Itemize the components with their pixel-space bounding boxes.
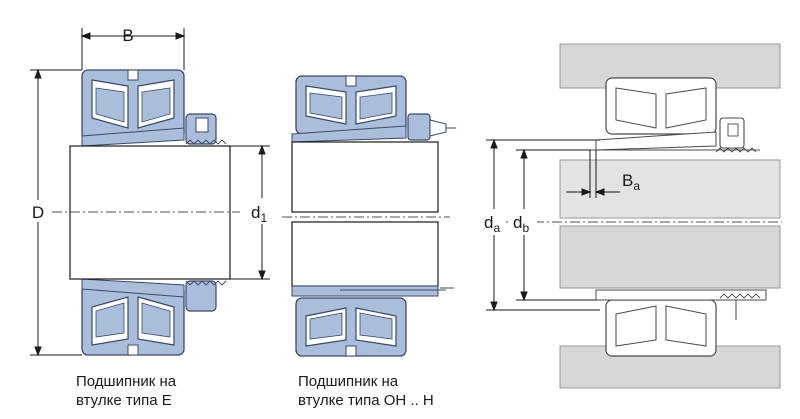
right-diagram: da db Ba (482, 43, 782, 389)
bearing-bottom-middle (295, 297, 407, 357)
caption-middle: Подшипник на втулке типа OH .. H (298, 372, 434, 410)
bearing-top-middle (295, 75, 407, 135)
label-da: da (484, 213, 500, 235)
label-b: B (122, 26, 133, 45)
label-d-outer: D (32, 203, 44, 222)
label-ba: Ba (622, 171, 640, 193)
caption-left: Подшипник на втулке типа E (76, 372, 176, 410)
middle-diagram (282, 75, 456, 357)
sleeve-oh-top (291, 113, 456, 143)
sleeve-oh-bottom (291, 285, 454, 297)
caption-middle-line2: втулке типа OH .. H (298, 392, 434, 409)
shaft-middle (282, 141, 450, 287)
label-d1: d1 (251, 203, 267, 225)
label-db: db (513, 213, 529, 235)
sleeve-e (81, 113, 227, 312)
caption-middle-line1: Подшипник на (298, 373, 399, 390)
left-diagram: B D (28, 26, 275, 357)
bearing-bottom-right (595, 289, 767, 357)
shaft-bore-left (52, 145, 240, 280)
bearing-top-right (590, 77, 760, 160)
housing (559, 43, 781, 389)
caption-left-line1: Подшипник на (76, 373, 177, 390)
dimension-b (80, 28, 186, 70)
bearing-top-left (81, 69, 185, 141)
shaft-right (498, 159, 782, 223)
caption-left-line2: втулке типа E (76, 392, 172, 409)
bearing-bottom-left (81, 284, 185, 356)
